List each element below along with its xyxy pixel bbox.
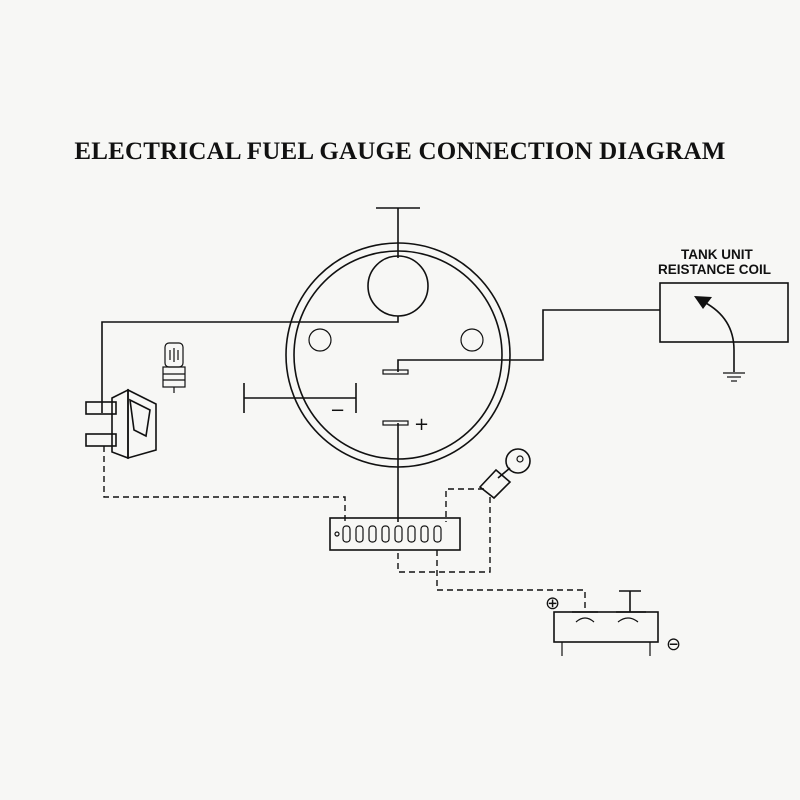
indicator-bulb: [162, 342, 186, 393]
fuse-block-body: [329, 517, 461, 551]
battery-positive-sign: ⊕: [545, 593, 560, 614]
bulb-base: [162, 366, 186, 388]
tank-unit-label-line2: REISTANCE COIL: [658, 262, 771, 277]
key-switch-body: [478, 468, 512, 500]
gauge-lamp-socket: [367, 255, 429, 317]
gauge-minus-sign: −: [330, 400, 345, 421]
wire-key-to-fuse-return: [397, 497, 491, 573]
rocker-switch: [85, 388, 157, 460]
wire-switch-to-fuse-block: [103, 446, 346, 522]
gauge-plus-sign: +: [414, 414, 429, 435]
wire-fuse-to-battery-positive: [436, 550, 586, 612]
gauge-mount-hole-left: [308, 328, 332, 352]
battery: ⊕ ⊖: [545, 590, 681, 656]
resistance-sweep-arm: [703, 301, 735, 372]
tank-unit: TANK UNIT REISTANCE COIL: [658, 247, 789, 382]
wire-gauge-to-tank-unit: [397, 309, 660, 372]
switch-terminal-bottom: [85, 433, 117, 447]
gauge-mount-hole-right: [460, 328, 484, 352]
gauge-positive-terminal: [382, 420, 409, 426]
key-head: [505, 448, 531, 474]
gauge-signal-terminal: [382, 369, 409, 375]
bulb-filament: [169, 348, 179, 362]
tank-unit-label-line1: TANK UNIT: [681, 247, 753, 262]
fuse-block: [329, 517, 461, 551]
battery-body: [553, 611, 659, 643]
switch-body: [127, 388, 157, 460]
ignition-key-switch: [478, 448, 531, 500]
switch-side: [111, 388, 129, 460]
wire-lamp-to-switch: [101, 316, 399, 413]
tank-unit-box: [659, 282, 789, 343]
gauge-ground-bar: [243, 383, 357, 413]
switch-rocker: [129, 398, 151, 438]
wire-key-to-fuse-block: [445, 488, 484, 522]
battery-negative-sign: ⊖: [666, 634, 681, 655]
resistance-arrow-icon: [694, 296, 712, 309]
switch-terminal-top: [85, 401, 117, 415]
diagram-title: ELECTRICAL FUEL GAUGE CONNECTION DIAGRAM: [74, 138, 726, 165]
